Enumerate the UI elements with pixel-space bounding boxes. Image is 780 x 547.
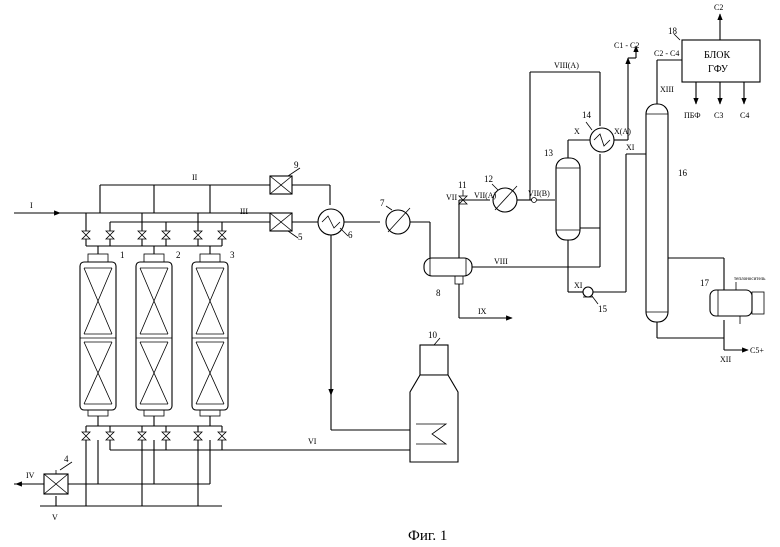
- stream-label-III: III: [240, 207, 248, 216]
- column-13: [556, 158, 580, 240]
- equipment-number-11: 11: [458, 180, 467, 190]
- reboiler-17: [710, 282, 764, 324]
- stream-label-X-A: X(A): [614, 127, 631, 136]
- equipment-number-1: 1: [120, 250, 125, 260]
- equipment-number-10: 10: [428, 330, 438, 340]
- heat-exchanger-6: [318, 209, 348, 236]
- heat-exchanger-5: [270, 213, 298, 238]
- equipment-number-13: 13: [544, 148, 554, 158]
- product-label-c4: С4: [740, 111, 749, 120]
- product-label-c5plus: С5+: [750, 346, 764, 355]
- stream-label-X: X: [574, 127, 580, 136]
- stream-label-II: II: [192, 173, 198, 182]
- equipment-number-12: 12: [484, 174, 493, 184]
- equipment-number-2: 2: [176, 250, 181, 260]
- equipment-number-7: 7: [380, 198, 385, 208]
- reactor-2: [136, 254, 172, 416]
- stream-label-IV: IV: [26, 471, 35, 480]
- equipment-number-14: 14: [582, 110, 592, 120]
- stream-label-XII: XII: [720, 355, 731, 364]
- stream-label-XI-lower: XI: [574, 281, 583, 290]
- product-label-c1-c2: С1 - С2: [614, 41, 639, 50]
- stream-label-VII-B: VII(B): [528, 189, 550, 198]
- equipment-number-15: 15: [598, 304, 608, 314]
- equipment-number-18: 18: [668, 26, 678, 36]
- equipment-number-6: 6: [348, 230, 353, 240]
- stream-label-VII-A: VII(A): [474, 191, 497, 200]
- stream-label-VI: VI: [308, 437, 317, 446]
- valve-11: [459, 190, 467, 204]
- equipment-number-16: 16: [678, 168, 688, 178]
- stream-label-XIII: XIII: [660, 85, 674, 94]
- equipment-number-9: 9: [294, 160, 299, 170]
- equipment-number-8: 8: [436, 288, 441, 298]
- furnace-10: [410, 338, 458, 462]
- equipment-number-5: 5: [298, 232, 303, 242]
- product-label-c3: С3: [714, 111, 723, 120]
- heat-exchanger-14: [586, 122, 614, 152]
- stream-label-IX: IX: [478, 307, 487, 316]
- stream-label-VIII-A: VIII(A): [554, 61, 579, 70]
- stream-label-XI-upper: XI: [626, 143, 635, 152]
- equipment-number-4: 4: [64, 454, 69, 464]
- equipment-number-17: 17: [700, 278, 710, 288]
- product-label-pbf: ПБФ: [684, 111, 701, 120]
- figure-caption: Фиг. 1: [408, 528, 447, 544]
- product-label-c2: С2: [714, 3, 723, 12]
- stream-label-VIII: VIII: [494, 257, 508, 266]
- cooler-7: [386, 206, 410, 234]
- stream-label-VII: VII: [446, 193, 457, 202]
- stream-label-V: V: [52, 513, 58, 522]
- reactor-1: [80, 254, 116, 416]
- product-label-heat-carrier: теплоноситель: [734, 277, 766, 282]
- gfu-block-title-line2: ГФУ: [708, 64, 729, 75]
- gfu-block-title-line1: БЛОК: [704, 50, 730, 61]
- separator-8: [424, 258, 472, 284]
- product-label-c2-c4: С2 - С4: [654, 49, 679, 58]
- heat-exchanger-4: [44, 462, 72, 494]
- reactor-top-piping: [14, 185, 280, 254]
- heat-exchanger-9: [270, 168, 300, 194]
- reactor-3: [192, 254, 228, 416]
- column-16: [646, 104, 668, 322]
- stream-label-I: I: [30, 201, 33, 210]
- equipment-number-3: 3: [230, 250, 235, 260]
- pump-15: [583, 287, 598, 304]
